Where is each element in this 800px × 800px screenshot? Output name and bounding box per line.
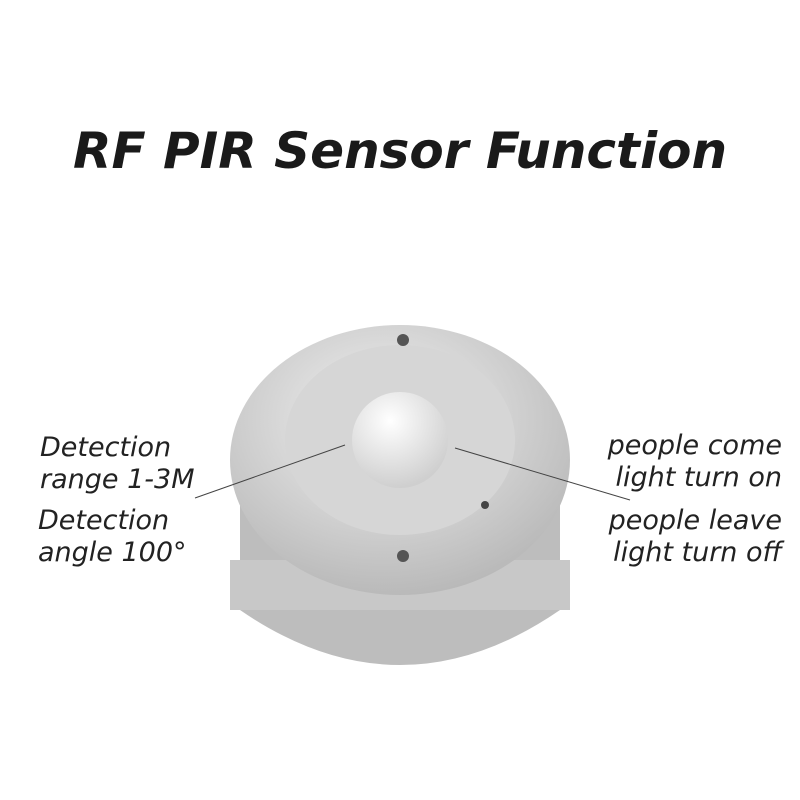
text: angle 100° bbox=[38, 537, 187, 568]
pointer-line-left bbox=[194, 444, 346, 499]
pointer-line-right bbox=[454, 447, 631, 501]
pir-dome bbox=[352, 392, 448, 488]
text: light turn on bbox=[615, 462, 782, 493]
text: Detection bbox=[40, 432, 172, 463]
text: Detection bbox=[38, 505, 170, 536]
text: range 1-3M bbox=[40, 464, 195, 495]
text: people come bbox=[607, 430, 782, 461]
text: light turn off bbox=[613, 537, 782, 568]
text: people leave bbox=[608, 505, 782, 536]
page-title: RF PIR Sensor Function bbox=[72, 122, 728, 180]
